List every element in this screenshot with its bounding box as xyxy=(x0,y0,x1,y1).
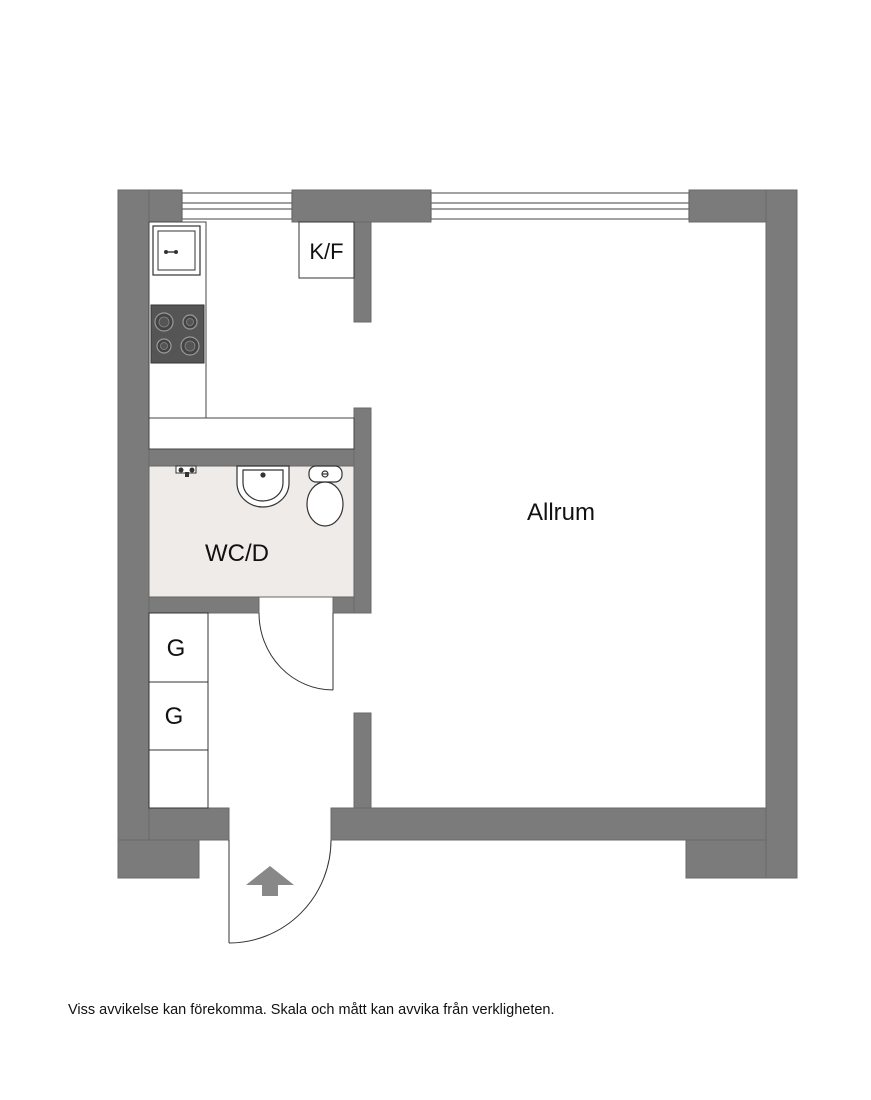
kf-box xyxy=(298,221,355,279)
allrum-label: Allrum xyxy=(527,499,595,526)
washbasin-icon xyxy=(236,465,290,508)
up-arrow-icon xyxy=(246,866,294,896)
wc-label: WC/D xyxy=(205,540,269,567)
wardrobe-label-2: G xyxy=(165,703,184,730)
wardrobes xyxy=(148,612,209,809)
kf-label: K/F xyxy=(309,239,343,264)
bathroom-door xyxy=(258,612,334,691)
faucet-icon xyxy=(175,465,197,477)
entrance-door xyxy=(228,839,332,944)
stove-icon xyxy=(150,304,205,364)
toilet-icon xyxy=(306,465,344,527)
wardrobe-label-1: G xyxy=(167,635,186,662)
window-allrum xyxy=(430,192,690,220)
sink-icon xyxy=(152,225,201,276)
interior-walls xyxy=(148,221,372,809)
disclaimer-text: Viss avvikelse kan förekomma. Skala och … xyxy=(68,1002,555,1018)
outer-walls xyxy=(117,189,798,879)
window-kitchen xyxy=(181,192,293,220)
